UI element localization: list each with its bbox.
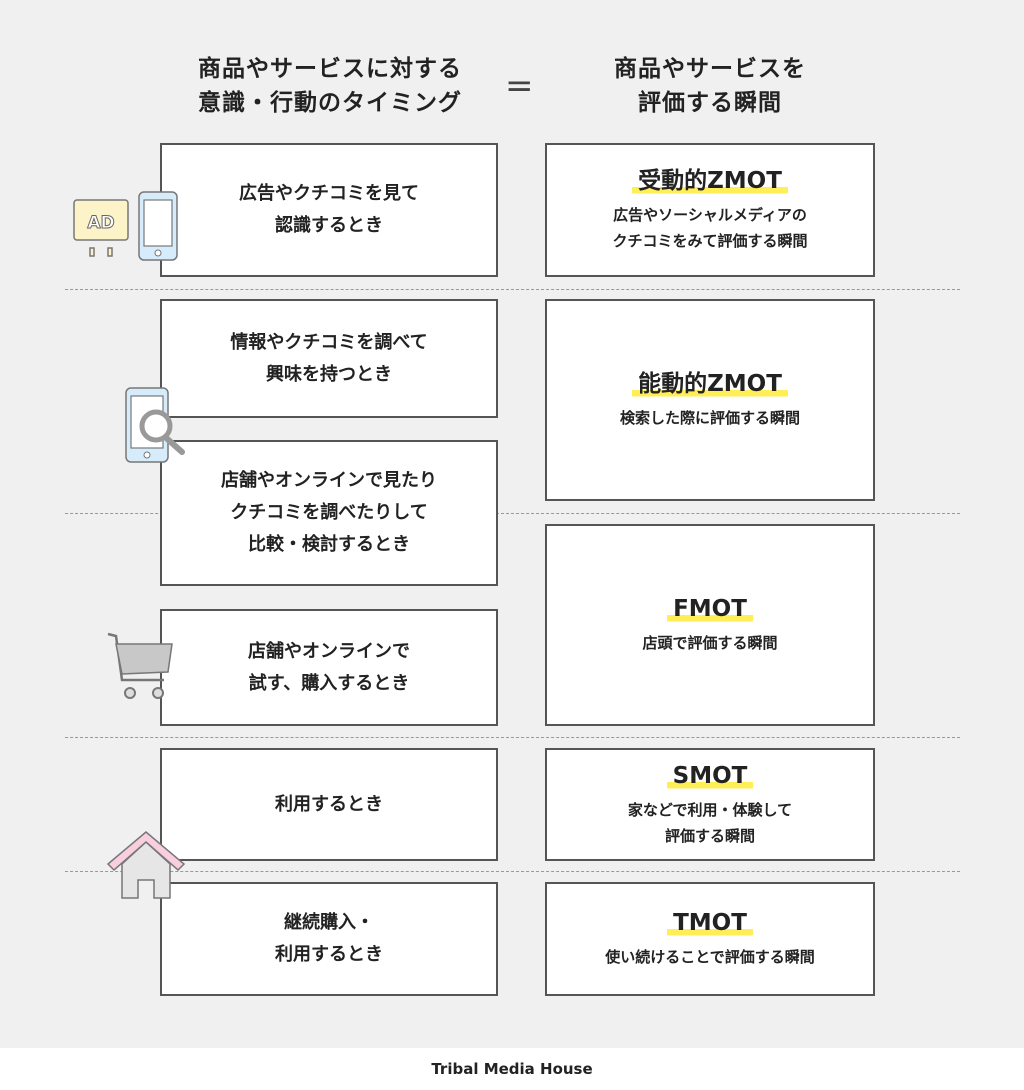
- stage-use: 利用するとき: [160, 748, 498, 861]
- divider: [65, 289, 960, 290]
- svg-text:AD: AD: [87, 213, 114, 233]
- right-header: 商品やサービスを評価する瞬間: [614, 56, 806, 116]
- phone-search-icon: [125, 387, 185, 463]
- divider: [65, 513, 960, 514]
- stage-repeat: 継続購入・利用するとき: [160, 882, 498, 996]
- shopping-cart-icon: [107, 632, 173, 699]
- footer-brand: Tribal Media House: [0, 1048, 1024, 1090]
- divider: [65, 737, 960, 738]
- ad-sign-phone-icon: AD: [73, 191, 178, 261]
- divider: [65, 871, 960, 872]
- stage-compare: 店舗やオンラインで見たりクチコミを調べたりして比較・検討するとき: [160, 440, 498, 586]
- stage-purchase: 店舗やオンラインで試す、購入するとき: [160, 609, 498, 726]
- house-icon: [106, 831, 186, 899]
- equals-sign: =: [505, 66, 534, 106]
- stage-interest: 情報やクチコミを調べて興味を持つとき: [160, 299, 498, 418]
- left-header: 商品やサービスに対する意識・行動のタイミング: [198, 56, 462, 116]
- stage-awareness: 広告やクチコミを見て認識するとき: [160, 143, 498, 277]
